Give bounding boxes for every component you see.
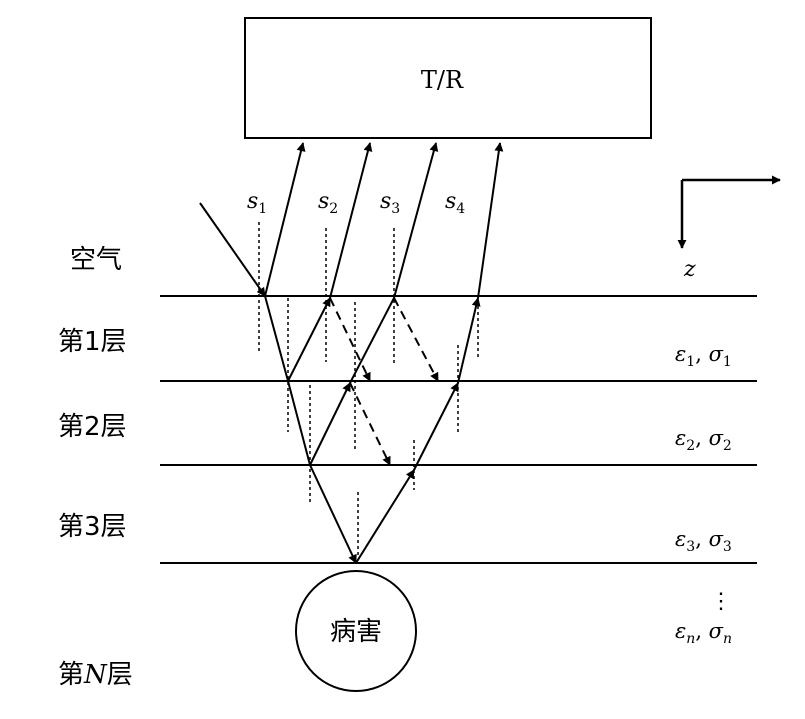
layer-name-n: 第N层 [58,660,133,690]
layer-parameters: ε1, σ1 ε2, σ2 ε3, σ3 ⋮ εn, σn [675,342,732,647]
ray-down-layer1 [264,295,289,382]
ray-up-layer2-b [413,382,459,471]
param-layer1: ε1, σ1 [675,342,732,370]
layer-name-air: 空气 [70,245,122,275]
layer-names: 空气 第1层 第2层 第3层 第N层 [58,245,133,690]
transceiver-box [244,17,652,139]
signal-label-s3: s3 [380,189,400,217]
ray-s4-up [477,142,504,299]
dashed-ray [393,297,439,382]
coordinate-axes: z [677,175,781,282]
param-ellipsis: ⋮ [710,589,732,614]
param-layer-n: εn, σn [675,619,732,647]
ray-up-layer1-b [349,297,395,384]
param-layer3: ε3, σ3 [675,527,732,555]
transceiver-label: T/R [421,66,464,94]
ray-up-layer3 [355,469,415,564]
ray-s2-up [329,142,373,299]
ray-up-layer1-c [457,297,481,384]
z-axis-label: z [683,257,696,282]
layer-name-2: 第2层 [58,412,127,442]
signal-labels: s1 s2 s3 s4 [247,189,465,217]
param-layer2: ε2, σ2 [675,426,732,454]
ray-up-layer2-a [309,382,351,466]
layer-name-1: 第1层 [58,327,127,357]
dashed-ray [349,382,391,466]
dashed-ray-paths [329,297,439,466]
lesion-circle [295,570,417,692]
normal-lines [258,222,479,558]
ray-down-layer2 [287,380,311,466]
layer-name-3: 第3层 [58,512,127,542]
dashed-ray [329,297,371,382]
ray-s3-up [393,142,439,299]
signal-label-s2: s2 [318,189,338,217]
ray-s1-up [264,142,306,297]
ray-paths [199,142,504,564]
signal-label-s4: s4 [445,189,465,217]
ray-down-layer3 [309,464,357,564]
lesion-label: 病害 [330,617,382,647]
signal-label-s1: s1 [247,189,267,217]
incident-ray [199,202,266,297]
ray-up-layer1-a [287,297,331,382]
